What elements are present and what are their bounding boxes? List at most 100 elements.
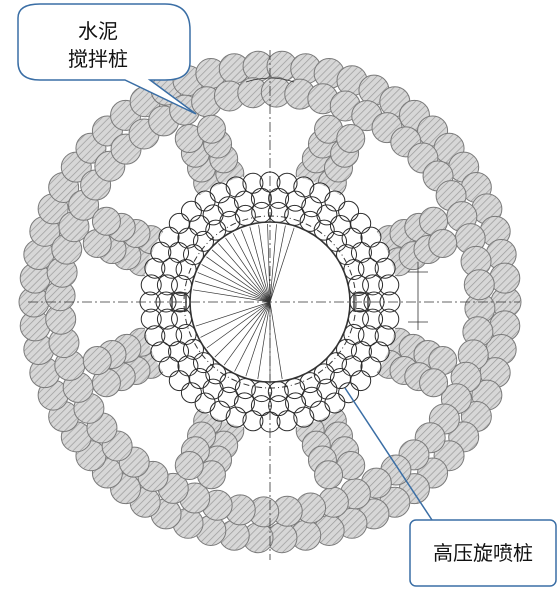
callout-label-line2: 搅拌桩 xyxy=(68,47,128,71)
jet-pile xyxy=(357,325,379,347)
cement-pile xyxy=(82,346,112,376)
jet-pile xyxy=(205,363,227,385)
reference-ray xyxy=(214,301,271,358)
callout-label-line1: 水泥 xyxy=(78,19,118,43)
reference-ray xyxy=(240,229,271,303)
jet-pile xyxy=(336,244,358,266)
reference-ray xyxy=(206,301,271,349)
reference-ray xyxy=(269,301,283,380)
jet-pile xyxy=(233,392,255,414)
jet-pile xyxy=(161,325,183,347)
jet-pile xyxy=(158,226,180,248)
jet-pile xyxy=(140,274,162,296)
jet-pile xyxy=(379,291,401,313)
jet-pile xyxy=(336,338,358,360)
cement-pile xyxy=(196,114,226,144)
reference-ray xyxy=(232,233,271,303)
callout-leader-line xyxy=(344,387,433,521)
east-bracket xyxy=(353,292,369,312)
reference-ray xyxy=(258,224,271,303)
callout-label: 高压旋喷桩 xyxy=(433,541,533,565)
jet-pile xyxy=(362,274,384,296)
jet-pile xyxy=(268,395,290,417)
jet-pile xyxy=(316,204,338,226)
reference-ray xyxy=(269,227,295,303)
jet-pile xyxy=(161,257,183,279)
callout-bubble xyxy=(17,3,197,115)
cement-mixing-pile-ring xyxy=(18,50,522,554)
cement-pile xyxy=(91,206,121,236)
reference-ray xyxy=(218,243,271,303)
jet-pile xyxy=(144,257,166,279)
reference-ray xyxy=(194,280,271,303)
jet-pile xyxy=(368,241,390,263)
reference-ray xyxy=(206,256,271,303)
reference-ray xyxy=(267,224,271,303)
cement-pile xyxy=(314,460,344,490)
jet-pile xyxy=(341,355,363,377)
reference-ray xyxy=(201,264,271,303)
reference-ray xyxy=(200,301,271,338)
jet-pile xyxy=(189,214,211,236)
jet-pile xyxy=(338,382,360,404)
jet-pile xyxy=(225,176,247,198)
jet-pile xyxy=(285,392,307,414)
cement-pile xyxy=(336,123,366,153)
jet-pile xyxy=(156,274,178,296)
reference-ray xyxy=(269,225,286,303)
jet-pile xyxy=(140,308,162,330)
jet-pile xyxy=(192,230,214,252)
cement-pile xyxy=(428,228,458,258)
jet-pile xyxy=(326,352,348,374)
reference-ray xyxy=(223,301,271,366)
top-dimension-arc xyxy=(245,77,295,83)
reference-ray xyxy=(257,301,271,380)
jet-pile xyxy=(217,196,239,218)
reference-ray xyxy=(192,289,271,303)
cement-pile xyxy=(174,451,204,481)
construction-lines xyxy=(28,50,520,560)
callout-box xyxy=(409,519,557,587)
cement-pile xyxy=(463,269,495,301)
jet-pile xyxy=(182,244,204,266)
jet-pile xyxy=(285,190,307,212)
jet-pile xyxy=(326,230,348,252)
west-bracket xyxy=(171,292,187,312)
jet-pile xyxy=(189,368,211,390)
jet-pile xyxy=(202,378,224,400)
callout-cement-mixing-pile: 水泥 搅拌桩 xyxy=(17,3,197,115)
cement-pile xyxy=(419,368,449,398)
jet-pile xyxy=(150,341,172,363)
jet-pile xyxy=(357,257,379,279)
jet-pile xyxy=(194,392,216,414)
jet-pile xyxy=(329,368,351,390)
jet-pile xyxy=(378,308,400,330)
jet-pile xyxy=(268,187,290,209)
jet-pile xyxy=(293,176,315,198)
jet-pile xyxy=(182,338,204,360)
jet-pile xyxy=(360,356,382,378)
jet-pile xyxy=(324,190,346,212)
jet-pile xyxy=(301,386,323,408)
jet-pile xyxy=(309,400,331,422)
reference-ray xyxy=(245,301,271,377)
jet-pile xyxy=(209,182,231,204)
jet-pile xyxy=(233,190,255,212)
jet-pile xyxy=(177,227,199,249)
jet-pile xyxy=(250,395,272,417)
jet-pile xyxy=(313,219,335,241)
reference-ray xyxy=(197,272,271,303)
reference-ray xyxy=(269,224,277,303)
reference-ray xyxy=(211,249,271,303)
reference-ray xyxy=(249,226,271,303)
jet-pile xyxy=(329,214,351,236)
jet-pile xyxy=(144,325,166,347)
reference-ray xyxy=(225,237,271,303)
reference-ray xyxy=(234,301,271,372)
jet-pile xyxy=(338,200,360,222)
jet-pile xyxy=(180,382,202,404)
reference-ray xyxy=(195,301,271,327)
jet-pile xyxy=(180,200,202,222)
jet-pile xyxy=(362,308,384,330)
